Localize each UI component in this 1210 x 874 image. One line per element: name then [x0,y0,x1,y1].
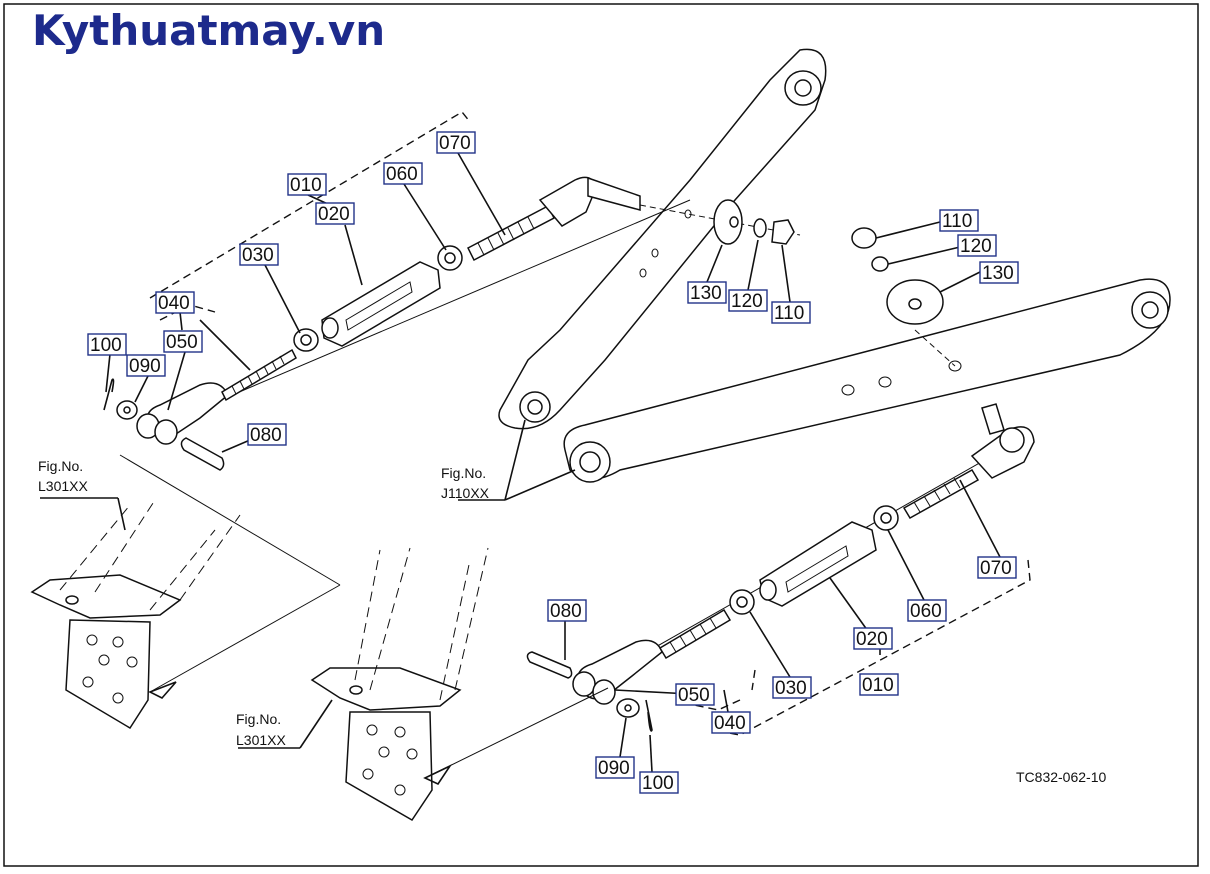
callout-left-030[interactable]: 030 [242,245,274,266]
callout-right-070[interactable]: 070 [980,558,1012,579]
figure-references: Fig.No. L301XX Fig.No. L301XX Fig.No. J1… [38,458,490,748]
fig-label-upper-left: Fig.No. [38,458,83,474]
callout-left-020[interactable]: 020 [318,204,350,225]
upper-arm-mount-hardware [639,199,956,367]
callout-left-060[interactable]: 060 [386,164,418,185]
callout-left-130[interactable]: 130 [690,283,722,304]
callout-right-130[interactable]: 130 [982,263,1014,284]
lower-link-arm [563,278,1171,483]
fig-label-lift-arm: Fig.No. [441,465,486,481]
fig-ref-lower-mid[interactable]: L301XX [236,732,286,748]
callout-left-080[interactable]: 080 [250,425,282,446]
diagram-border [3,3,1199,867]
callout-right-110[interactable]: 110 [942,211,972,232]
callouts-right: 010 020 030 040 050 060 070 080 090 100 … [547,209,1019,794]
leader-lines [40,152,1001,773]
callout-right-100[interactable]: 100 [642,773,674,794]
brand-logo-text: Kythuatmay.vn [32,6,386,55]
callout-right-080[interactable]: 080 [550,601,582,622]
callout-right-020[interactable]: 020 [856,629,888,650]
callout-left-120[interactable]: 120 [731,291,763,312]
fig-ref-lift-arm[interactable]: J110XX [441,485,490,501]
upper-lift-arm [498,48,827,430]
callout-left-110[interactable]: 110 [774,303,804,324]
callout-left-100[interactable]: 100 [90,335,122,356]
fig-ref-upper-left[interactable]: L301XX [38,478,88,494]
callout-left-050[interactable]: 050 [166,332,198,353]
callout-right-040[interactable]: 040 [714,713,746,734]
callout-right-050[interactable]: 050 [678,685,710,706]
callout-left-040[interactable]: 040 [158,293,190,314]
callout-right-030[interactable]: 030 [775,678,807,699]
callout-left-010[interactable]: 010 [290,175,322,196]
fig-label-lower-mid: Fig.No. [236,711,281,727]
left-turnbuckle-assembly [103,176,691,471]
callouts-left: 010 020 030 040 050 060 070 080 090 100 … [87,131,811,446]
bracket-left [30,454,341,730]
callout-left-070[interactable]: 070 [439,133,471,154]
bracket-middle [310,547,609,822]
drawing-code: TC832-062-10 [1016,769,1106,785]
callout-right-010[interactable]: 010 [862,675,894,696]
callout-right-090[interactable]: 090 [598,758,630,779]
callout-right-060[interactable]: 060 [910,601,942,622]
callout-left-090[interactable]: 090 [129,356,161,377]
right-turnbuckle-assembly [526,403,1035,732]
callout-right-120[interactable]: 120 [960,236,992,257]
